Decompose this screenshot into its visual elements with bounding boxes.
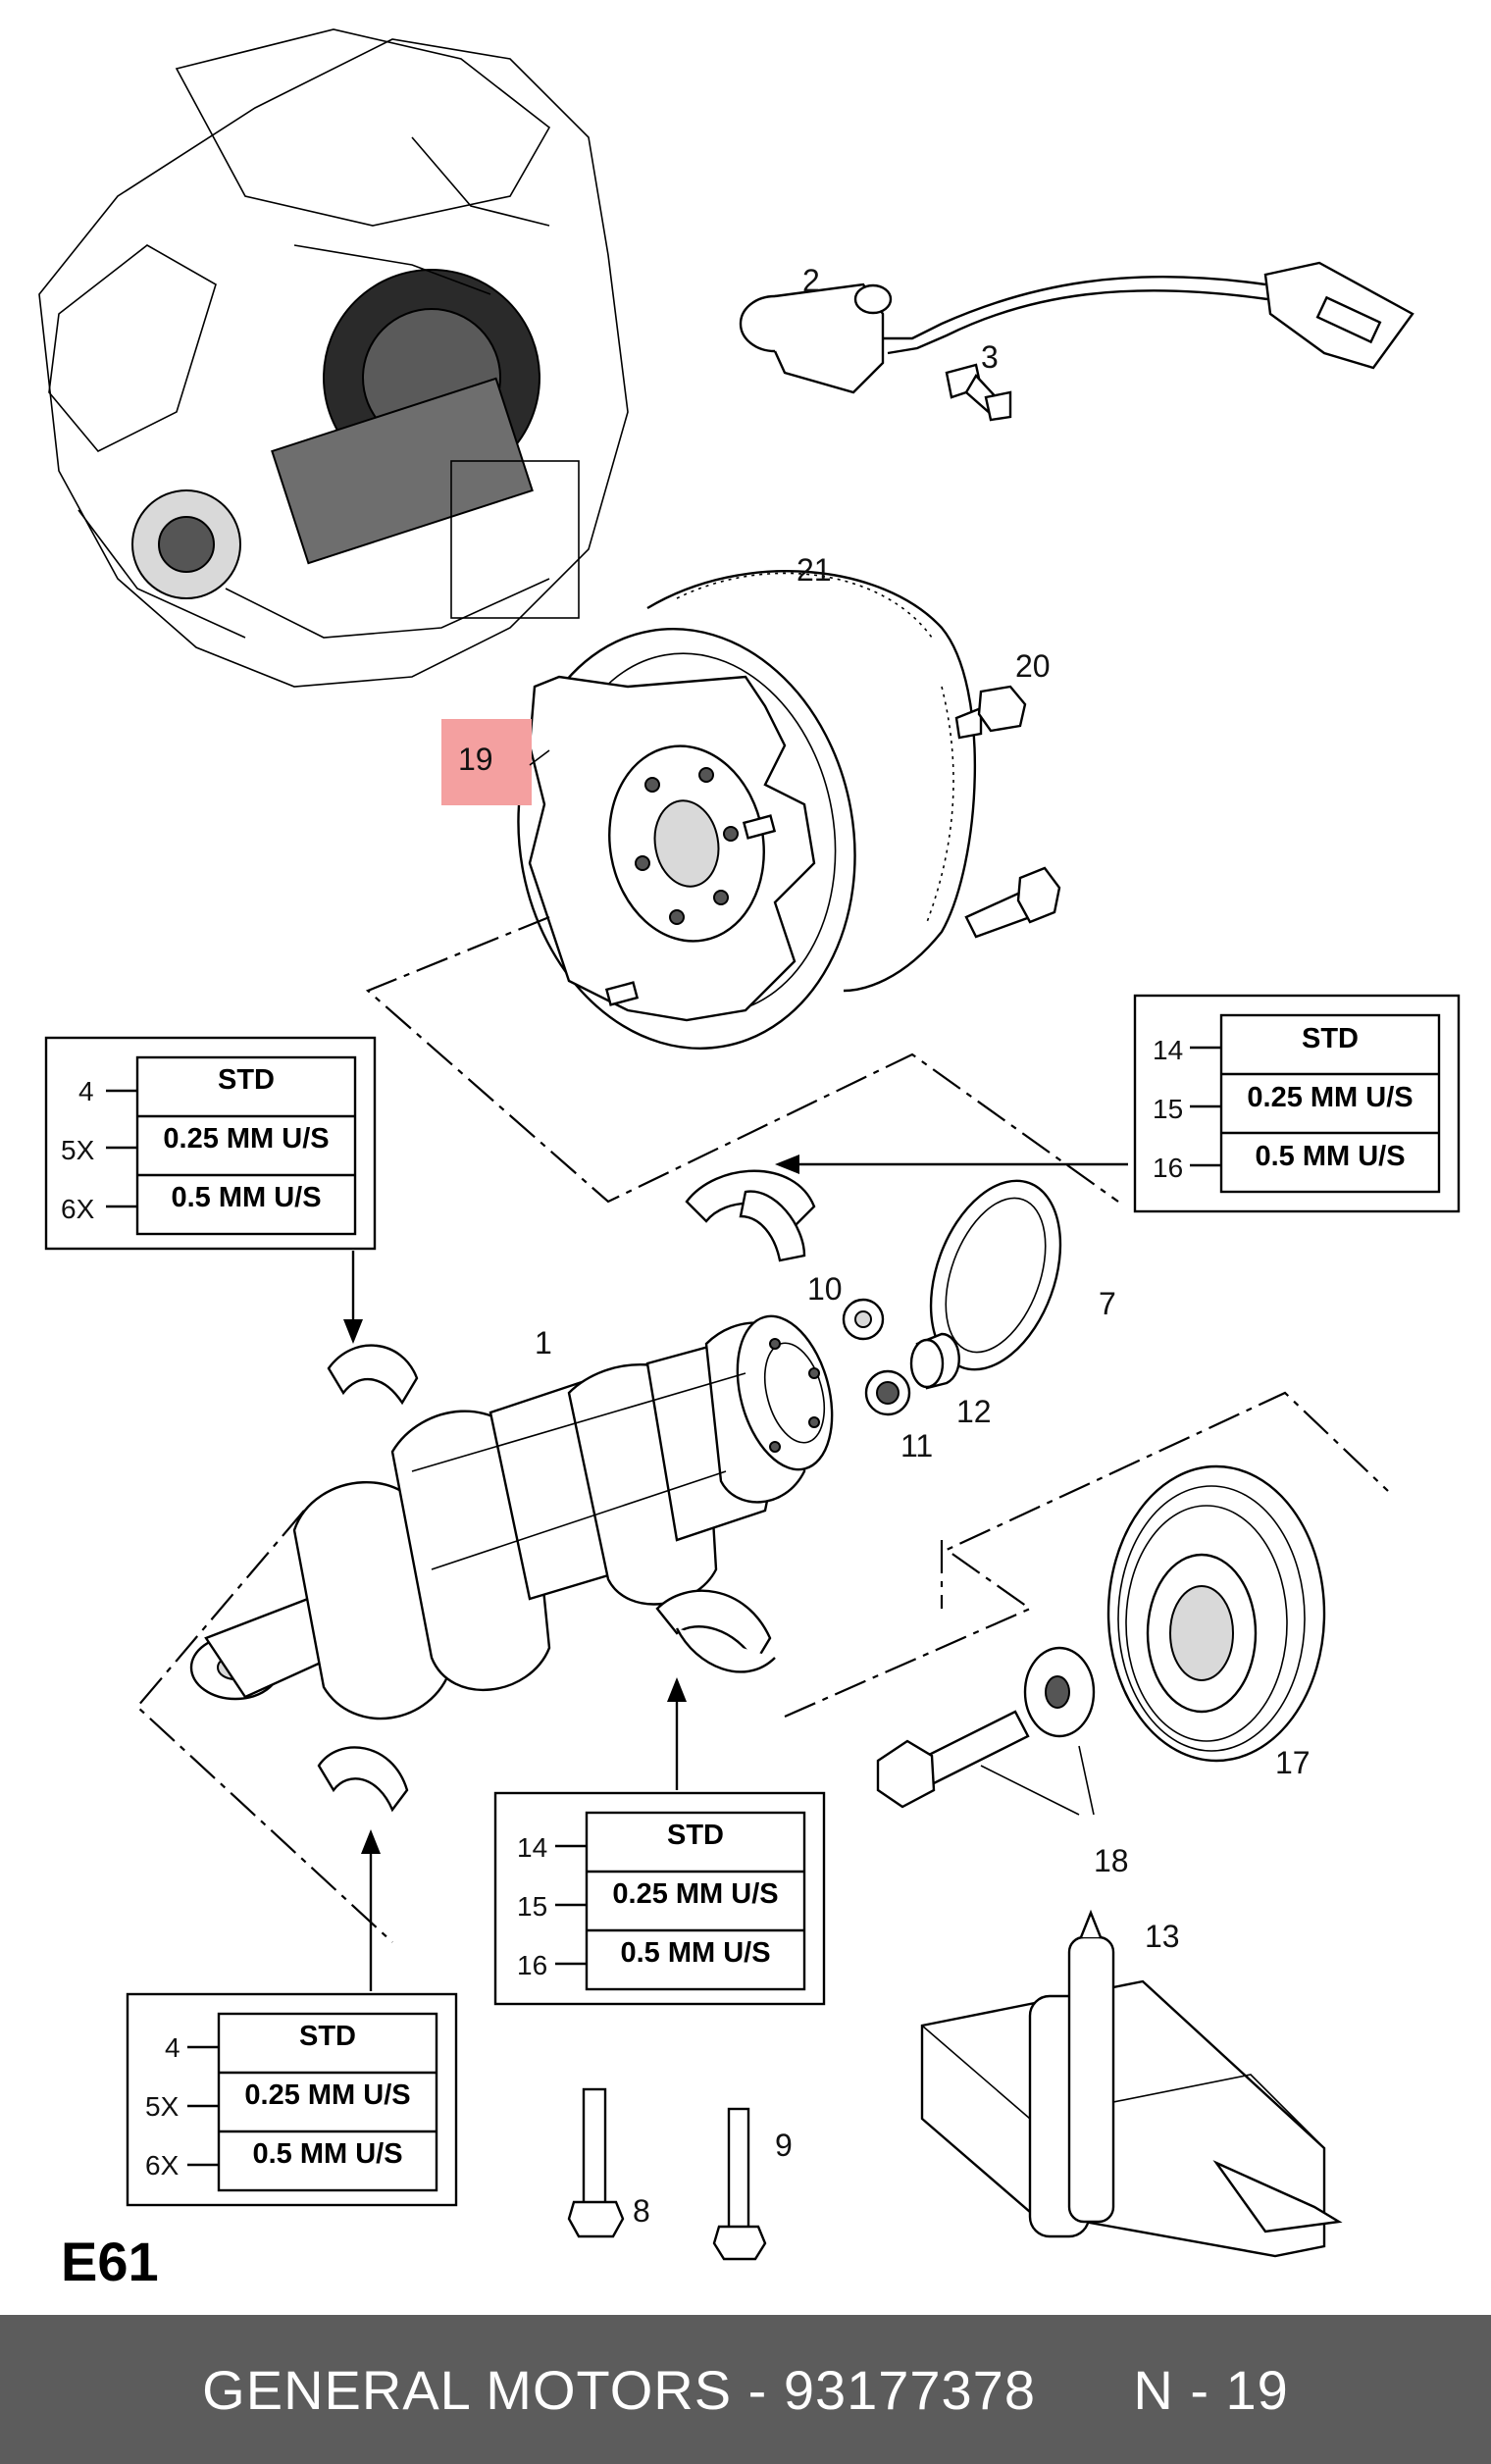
bearing-size-table-top-right: 14 15 16 STD 0.25 MM U/S 0.5 MM U/S [1133, 994, 1461, 1213]
crankshaft-position-sensor [739, 261, 1414, 394]
flywheel-bolt-upper [954, 685, 1027, 740]
bearing-size-table-top-left: 4 5X 6X STD 0.25 MM U/S 0.5 MM U/S [44, 1036, 377, 1251]
table-row-side: 6X [145, 2150, 180, 2181]
callout-19-highlight [441, 719, 532, 805]
bearing-shell-lower-left [317, 1746, 409, 1813]
callout-21: 21 [797, 552, 832, 588]
footer-page-ref: N - 19 [1133, 2358, 1289, 2421]
table-cell: STD [667, 1820, 724, 1851]
pulley-washer [1023, 1646, 1096, 1738]
crankshaft-pulley [1106, 1464, 1326, 1763]
table-row-side: 16 [1153, 1153, 1183, 1183]
callout-19: 19 [458, 742, 493, 777]
section-code: E61 [61, 2231, 159, 2292]
callout-20: 20 [1015, 648, 1051, 684]
callout-13: 13 [1145, 1919, 1180, 1954]
table-cell: 0.5 MM U/S [620, 1937, 770, 1969]
bearing-shell-upper-left [327, 1344, 419, 1406]
callout-9: 9 [775, 2128, 793, 2163]
table-cell: 0.25 MM U/S [1247, 1082, 1413, 1113]
needle-bearing [864, 1369, 911, 1416]
table-row-side: 14 [517, 1832, 547, 1863]
table-cell: STD [299, 2021, 356, 2052]
sealant-kit [920, 1909, 1343, 2258]
rear-main-seal [929, 1179, 1062, 1371]
callout-7: 7 [1099, 1286, 1116, 1321]
table-cell: STD [1302, 1023, 1359, 1054]
table-cell: 0.25 MM U/S [244, 2079, 410, 2111]
callout-2: 2 [802, 263, 820, 298]
callout-3: 3 [981, 339, 999, 375]
flywheel-bolt-lower [964, 866, 1061, 939]
table-cell: 0.5 MM U/S [1255, 1141, 1405, 1172]
callout-12: 12 [956, 1394, 992, 1429]
footer-spacer [1036, 2358, 1133, 2422]
leader-lines [343, 749, 1128, 1991]
engine-overview-illustration [38, 28, 629, 688]
callout-18: 18 [1094, 1843, 1129, 1878]
table-row-side: 4 [165, 2032, 180, 2063]
table-row-side: 14 [1153, 1035, 1183, 1065]
table-row-side: 6X [61, 1194, 95, 1224]
callout-1: 1 [535, 1325, 552, 1360]
bearing-shell-upper-right [685, 1169, 816, 1262]
bearing-shell-middle [655, 1589, 776, 1673]
bushing [909, 1332, 960, 1390]
main-bearing-bolt-9 [712, 2107, 767, 2261]
table-cell: STD [218, 1064, 275, 1096]
table-row-side: 5X [145, 2091, 180, 2122]
callout-labels: 1 2 3 7 8 9 10 11 12 13 17 18 19 20 21 [458, 263, 1311, 2229]
main-bearing-bolt-8 [567, 2087, 625, 2238]
table-cell: 0.5 MM U/S [252, 2138, 402, 2170]
table-row-side: 16 [517, 1950, 547, 1980]
pilot-bearing-nut [842, 1298, 885, 1341]
callout-17: 17 [1275, 1745, 1311, 1780]
table-row-side: 15 [1153, 1094, 1183, 1124]
pulley-bolt [876, 1710, 1030, 1809]
bearing-size-table-middle: 14 15 16 STD 0.25 MM U/S 0.5 MM U/S [493, 1791, 826, 2006]
bearing-size-table-bottom-left: 4 5X 6X STD 0.25 MM U/S 0.5 MM U/S [126, 1992, 458, 2207]
callout-11: 11 [900, 1428, 933, 1463]
table-cell: 0.25 MM U/S [163, 1123, 329, 1155]
table-cell: 0.25 MM U/S [612, 1878, 778, 1910]
assembly-lines [135, 915, 1389, 1943]
table-row-side: 15 [517, 1891, 547, 1922]
sensor-bolt [945, 363, 1012, 422]
crankshaft [189, 1314, 834, 1720]
table-cell: 0.5 MM U/S [171, 1182, 321, 1213]
footer-part-number: GENERAL MOTORS - 93177378 [202, 2358, 1036, 2421]
footer-bar: GENERAL MOTORS - 93177378 N - 19 [0, 2315, 1491, 2464]
callout-8: 8 [633, 2193, 650, 2229]
table-row-side: 4 [78, 1076, 94, 1106]
callout-10: 10 [807, 1271, 843, 1307]
table-row-side: 5X [61, 1135, 95, 1165]
flywheel [517, 628, 856, 1050]
exploded-parts-diagram: 1 2 3 7 8 9 10 11 12 13 17 18 19 20 21 4… [38, 28, 1461, 2292]
